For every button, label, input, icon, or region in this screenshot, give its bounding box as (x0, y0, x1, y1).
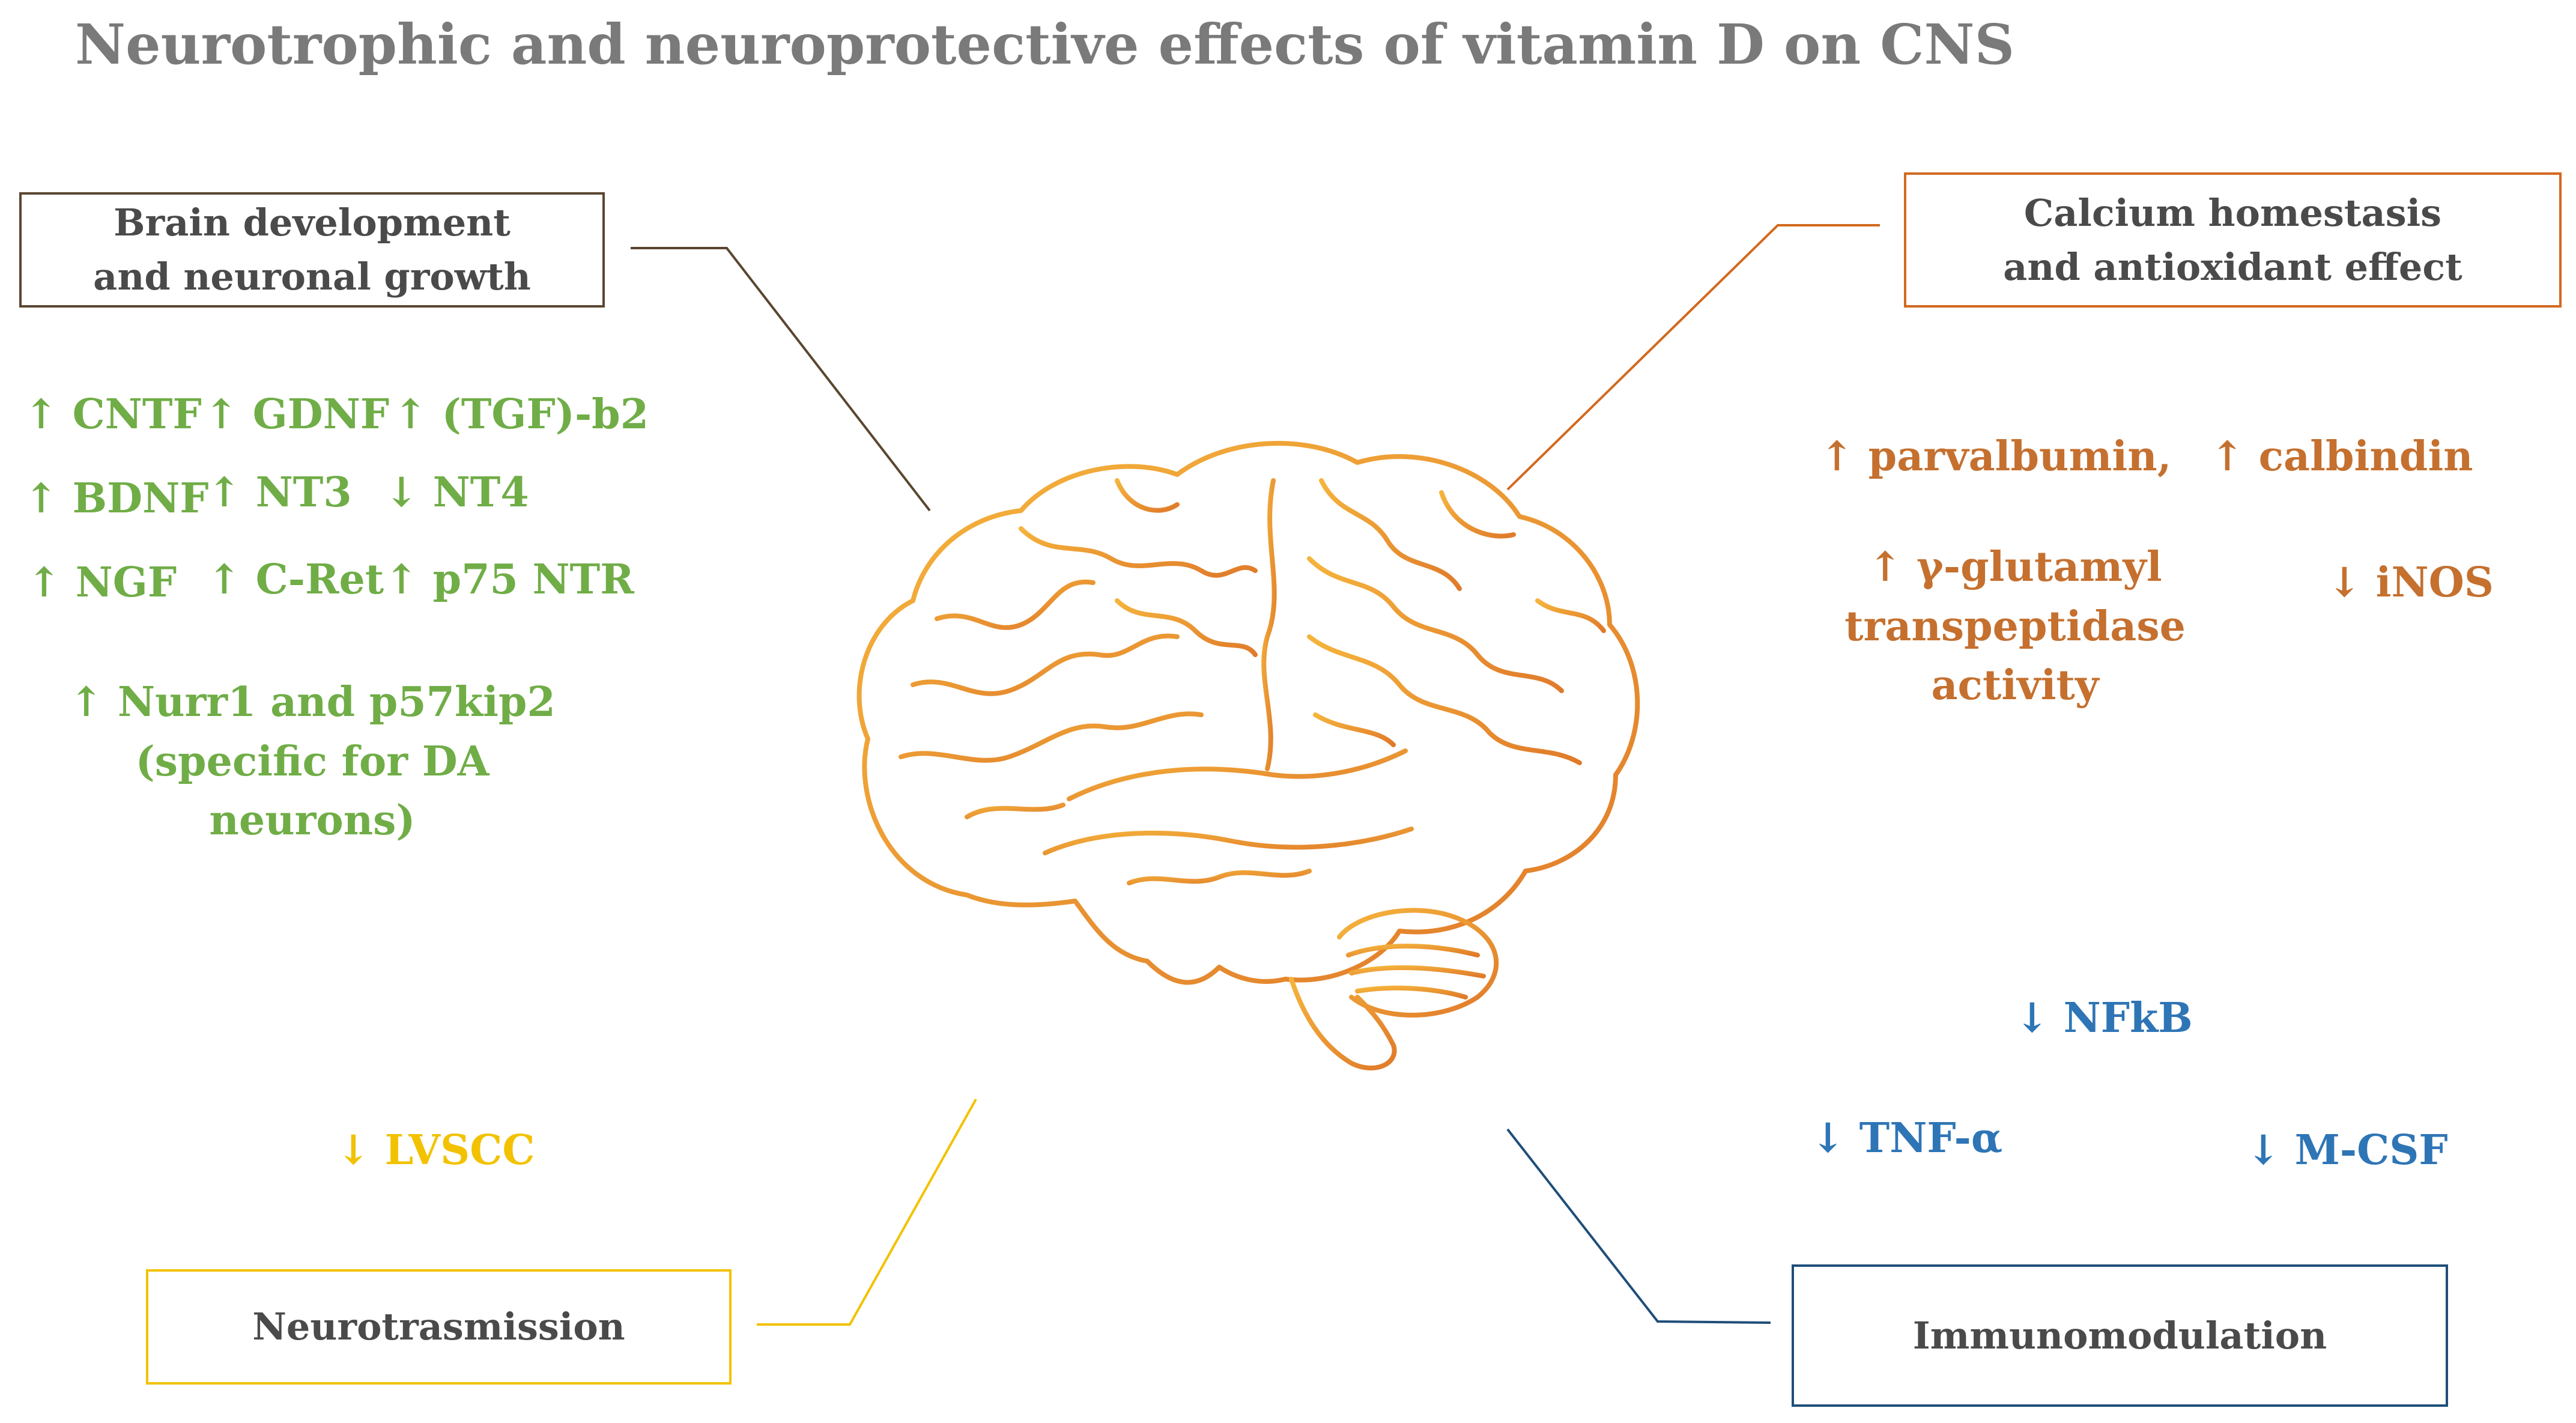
box-brain-development-label: Brain development and neuronal growth (93, 201, 531, 299)
factor-lvscc: ↓ LVSCC (336, 1126, 535, 1174)
connector-neurotransmission (757, 1099, 977, 1326)
factor-tnf-alpha: ↓ TNF-α (1811, 1114, 2003, 1162)
factor-nt3: ↑ NT3 (207, 469, 352, 517)
brain-illustration (856, 441, 1640, 1070)
connector-brain-dev (631, 247, 931, 512)
factor-cntf: ↑ CNTF (24, 390, 202, 438)
connector-calcium (1506, 224, 1880, 491)
factor-gdnf: ↑ GDNF (204, 390, 390, 438)
connector-immunomodulation (1506, 1128, 1771, 1324)
factor-bdnf: ↑ BDNF (24, 475, 209, 523)
factor-calbindin: ↑ calbindin (2210, 432, 2473, 481)
box-neurotransmission: Neurotrasmission (146, 1269, 732, 1385)
factor-m-csf: ↓ M-CSF (2246, 1126, 2448, 1174)
box-immunomodulation: Immunomodulation (1792, 1264, 2448, 1407)
factor-p75-ntr: ↑ p75 NTR (384, 556, 634, 604)
factor-nfkb: ↓ NFkB (2015, 994, 2193, 1042)
factor-ngf: ↑ NGF (27, 559, 177, 607)
factor-gamma-glutamyl-transpeptidase: ↑ γ-glutamyl transpeptidase activity (1844, 543, 2186, 710)
box-neurotransmission-label: Neurotrasmission (252, 1305, 625, 1349)
factor-tgf-b2: ↑ (TGF)-b2 (393, 390, 649, 438)
factor-parvalbumin: ↑ parvalbumin, (1820, 432, 2172, 481)
box-brain-development: Brain development and neuronal growth (19, 192, 605, 308)
factor-nt4: ↓ NT4 (384, 469, 529, 517)
factor-inos: ↓ iNOS (2327, 559, 2494, 607)
diagram-title: Neurotrophic and neuroprotective effects… (75, 12, 2015, 77)
factor-nurr1-p57kip2: ↑ Nurr1 and p57kip2 (specific for DA neu… (69, 678, 556, 845)
box-calcium-label: Calcium homestasis and antioxidant effec… (2003, 190, 2462, 289)
box-calcium-homeostasis: Calcium homestasis and antioxidant effec… (1904, 172, 2562, 308)
box-immunomodulation-label: Immunomodulation (1912, 1313, 2327, 1358)
factor-c-ret: ↑ C-Ret (207, 556, 384, 604)
